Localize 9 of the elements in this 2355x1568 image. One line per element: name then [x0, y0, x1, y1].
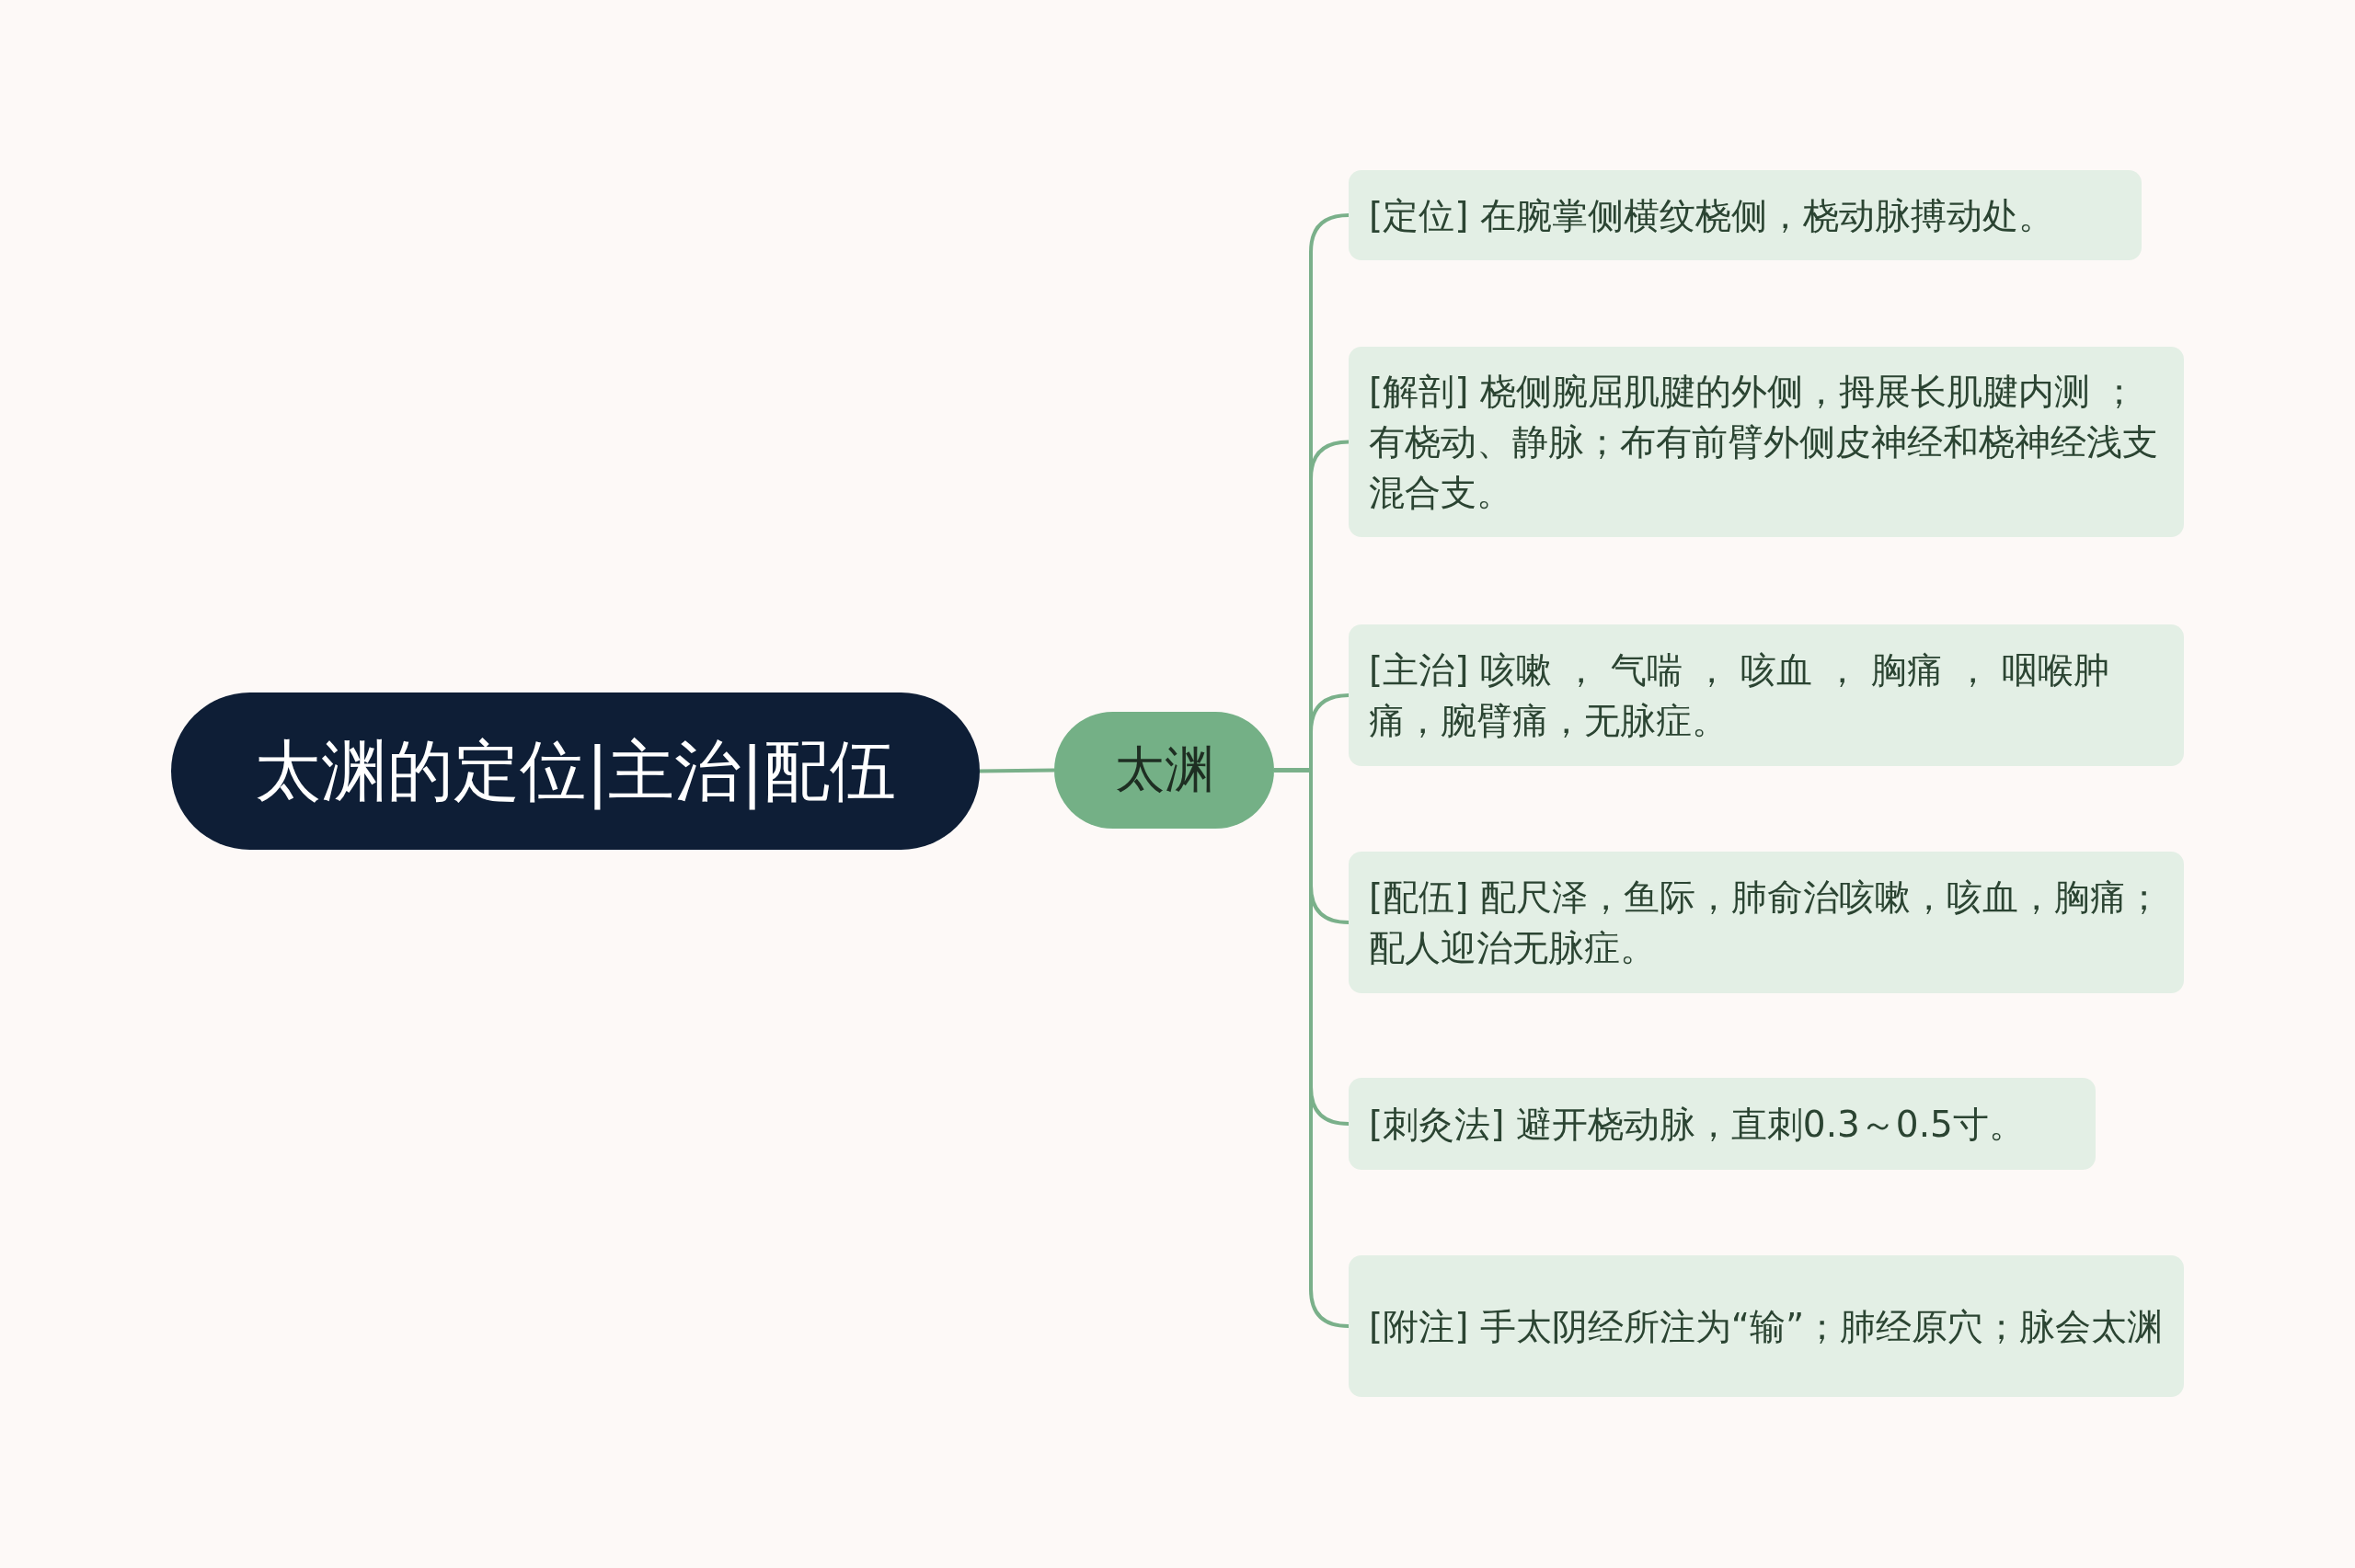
note-box: [配伍] 配尺泽，鱼际，肺俞治咳嗽，咳血，胸痛；配人迎治无脉症。	[1349, 852, 2184, 993]
note-box: [刺灸法] 避开桡动脉，直刺0.3～0.5寸。	[1349, 1078, 2096, 1170]
note-box: [附注] 手太阴经所注为“输”；肺经原穴；脉会太渊	[1349, 1255, 2184, 1397]
connector-line	[979, 768, 1055, 773]
title-box: 太渊的定位|主治|配伍	[171, 692, 980, 850]
topic-box: 太渊	[1054, 712, 1274, 829]
note-box: [主治] 咳嗽 ， 气喘 ， 咳血 ， 胸痛 ， 咽喉肿痛，腕臂痛，无脉症。	[1349, 624, 2184, 766]
note-box: [解剖] 桡侧腕屈肌腱的外侧，拇展长肌腱内测 ；有桡动、静脉；布有前臂外侧皮神经和桡神经浅支混合支。	[1349, 347, 2184, 537]
note-box: [定位] 在腕掌侧横纹桡侧，桡动脉搏动处。	[1349, 170, 2142, 260]
